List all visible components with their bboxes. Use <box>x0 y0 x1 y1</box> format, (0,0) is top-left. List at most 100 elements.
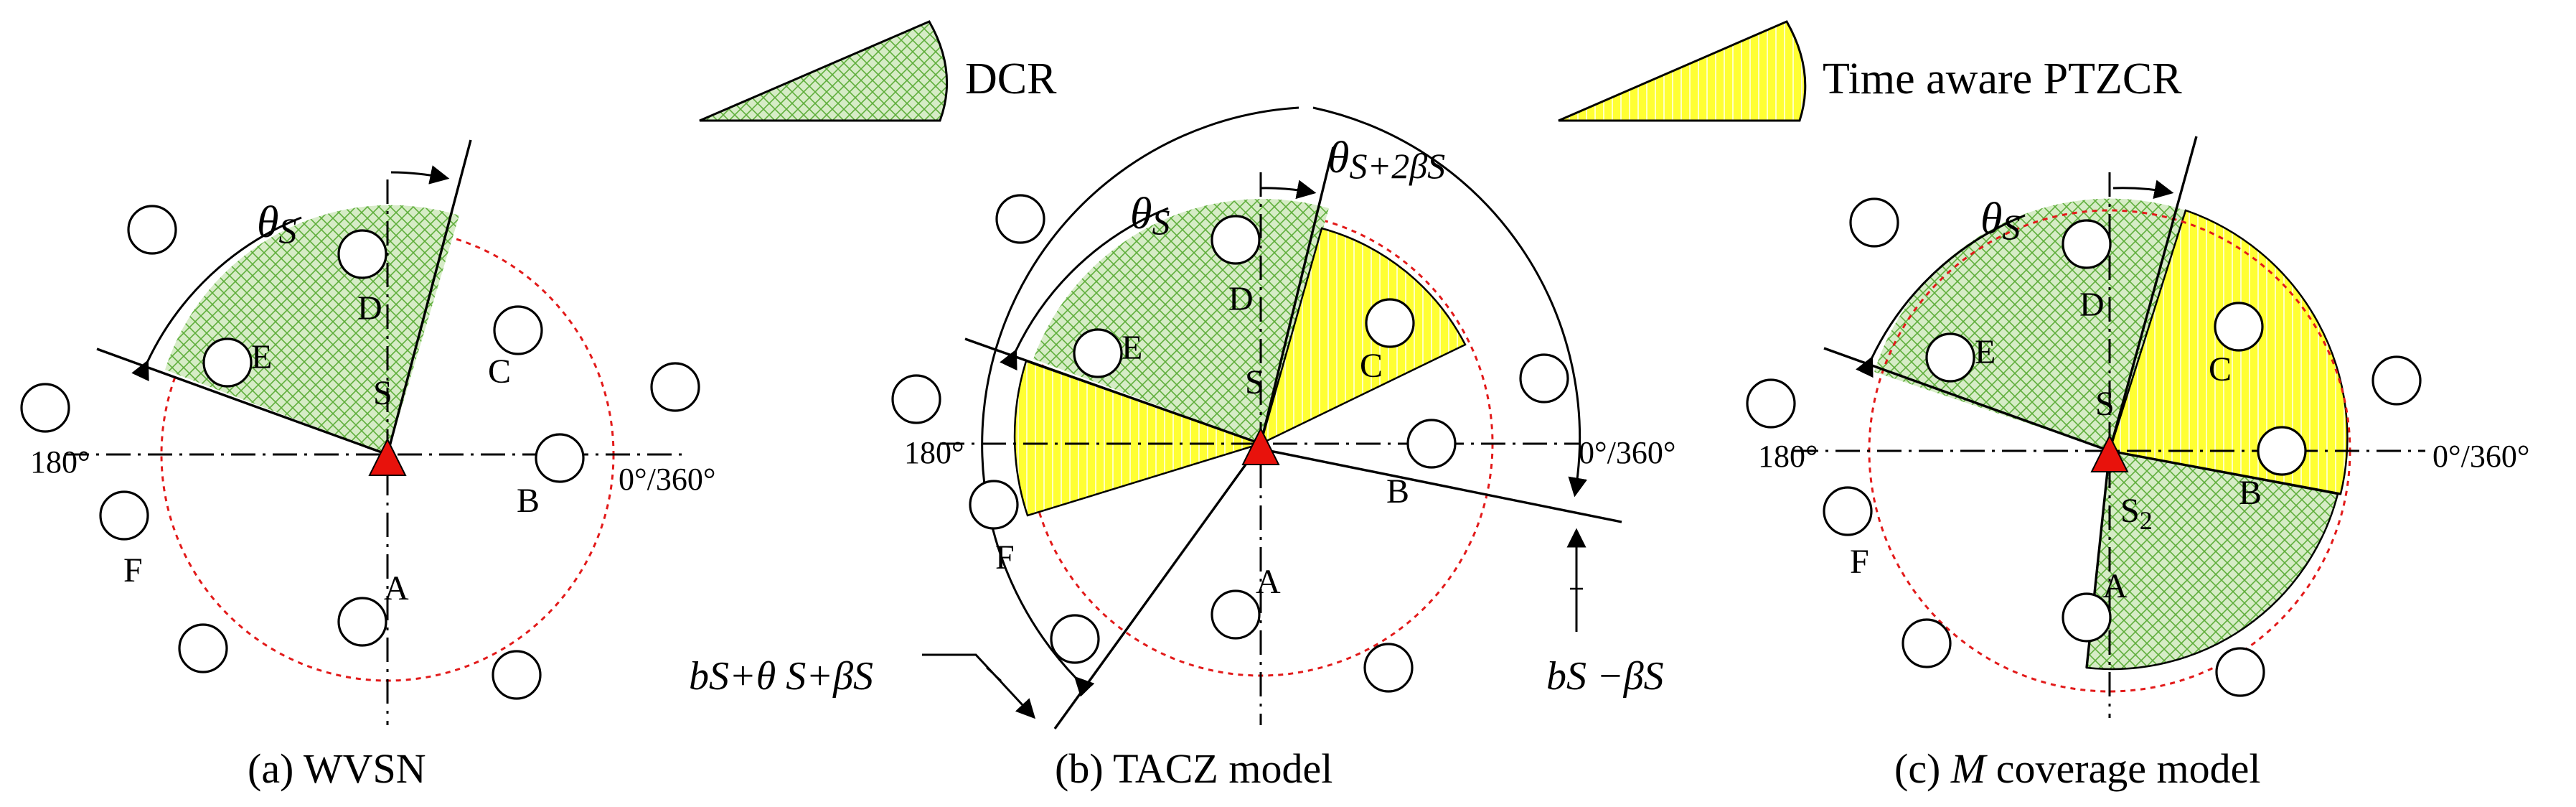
panel-c-theta-label: θS <box>1980 195 2020 247</box>
panel-a-node-unlabeled <box>20 383 70 433</box>
panel-c-label-e: E <box>1975 333 1996 371</box>
panel-b-caption: (b) TACZ model <box>1055 745 1332 792</box>
panel-c-dcr-sector-lower <box>2085 449 2339 671</box>
panel-b-node-c <box>1365 298 1415 348</box>
panel-c-theta-arrow-left <box>1856 214 2026 378</box>
panel-b-node-unlabeled <box>1519 353 1569 404</box>
panel-b-label-a: A <box>1256 563 1281 601</box>
legend-ptzcr-swatch <box>1558 20 1807 122</box>
panel-a-label-c: C <box>488 353 511 391</box>
panel-c-node-unlabeled <box>1849 197 1899 248</box>
panel-a-label-d: D <box>357 289 382 327</box>
panel-b-label-d: D <box>1228 280 1254 318</box>
panel-b-node-f <box>969 480 1019 530</box>
panel-b-node-b <box>1406 419 1457 469</box>
panel-b-node-unlabeled <box>891 374 941 424</box>
panel-c: θS D E C B F A S S2 180° 0°/360° (c) M c… <box>1746 136 2529 792</box>
panel-c-fov-edge-right <box>2108 136 2198 452</box>
panel-c-node-f <box>1823 486 1873 536</box>
panel-a-node-unlabeled <box>492 650 542 700</box>
panel-c-node-e <box>1925 332 1975 383</box>
panel-a-node-unlabeled <box>127 205 177 255</box>
panel-a-node-b <box>535 433 585 483</box>
panel-c-ptzcr-sector <box>2108 209 2349 495</box>
panel-b-ptzcr-sector-right <box>1259 227 1467 446</box>
panel-c-sensor2-label: S2 <box>2120 492 2153 535</box>
legend-dcr-label: DCR <box>965 55 1057 103</box>
panel-b-sensor-marker <box>1241 426 1280 465</box>
panel-c-deg-180: 180° <box>1758 439 1818 474</box>
panel-c-label-f: F <box>1850 543 1869 581</box>
panel-a-label-b: B <box>517 482 540 520</box>
panel-c-pan-edge-right <box>2109 449 2341 495</box>
panel-b-dcr-sector <box>1033 199 1329 444</box>
panel-b-ptzcr-sector-left <box>1013 360 1264 517</box>
panel-c-node-unlabeled <box>2371 355 2422 406</box>
panel-b-deg-180: 180° <box>904 435 964 470</box>
panel-c-label-a: A <box>2102 567 2128 605</box>
panel-b-node-unlabeled <box>1363 643 1414 693</box>
panel-a-sensor-marker <box>368 437 407 476</box>
panel-c-node-d <box>2062 219 2112 269</box>
panel-c-caption: (c) M coverage model <box>1894 745 2260 792</box>
panel-a-theta-arrow-left <box>131 216 302 382</box>
panel-b-formula-right: bS −βS <box>1546 654 1664 699</box>
panel-a-node-a <box>337 597 387 647</box>
panel-c-node-b <box>2257 426 2307 476</box>
panel-b-node-unlabeled <box>995 194 1045 244</box>
panel-b-theta-arrow-right <box>1260 179 1317 200</box>
panel-a-theta-label: θS <box>257 198 296 251</box>
panel-c-label-d: D <box>2079 286 2105 324</box>
panel-a-label-e: E <box>251 338 272 376</box>
panel-b-sensor-label: S <box>1245 363 1264 401</box>
panel-a-fov-edge-right <box>386 139 472 455</box>
panel-b-label-e: E <box>1122 329 1142 367</box>
panel-b-formula-left-arrow <box>922 653 1036 719</box>
panel-c-label-b: B <box>2239 474 2262 512</box>
panel-a-node-c <box>493 305 543 355</box>
panel-a-caption: (a) WVSN <box>248 745 426 792</box>
panel-a-node-unlabeled <box>178 623 228 673</box>
panel-b-formula-left: bS+θ S+βS <box>689 654 873 699</box>
panel-c-sensor-label: S <box>2095 385 2115 423</box>
panel-a-node-d <box>337 229 387 279</box>
panel-a-label-a: A <box>384 569 409 607</box>
panel-b-deg-0-360: 0°/360° <box>1579 435 1675 470</box>
panel-a-deg-0-360: 0°/360° <box>619 462 715 497</box>
panel-c-label-c: C <box>2209 350 2232 388</box>
panel-c-node-c <box>2214 302 2264 352</box>
panel-c-deg-0-360: 0°/360° <box>2432 439 2529 474</box>
panel-a: θS D E C B F A S 180° 0°/360° (a) WVSN <box>20 139 715 792</box>
panel-c-sensor-marker <box>2090 434 2129 472</box>
panel-b-outer-arc-right <box>1312 106 1588 498</box>
panel-b-node-e <box>1073 328 1123 378</box>
panel-a-theta-arrow-right <box>390 165 450 185</box>
panel-b-outer-arc-left <box>981 106 1299 697</box>
panel-a-dcr-sector <box>165 205 459 454</box>
panel-b-node-unlabeled <box>1050 614 1100 664</box>
panel-c-theta-arrow-right <box>2112 179 2174 200</box>
panel-b-label-c: C <box>1360 347 1383 385</box>
panel-b-node-d <box>1211 215 1261 265</box>
panel-b-theta-label: θS <box>1130 190 1170 242</box>
panel-c-node-unlabeled <box>2215 647 2265 697</box>
panel-b-top-formula: θS+2βS <box>1327 134 1445 186</box>
panel-b-fov-edge-right <box>1259 146 1335 444</box>
panel-b-label-f: F <box>995 538 1015 577</box>
panel-c-dcr-sector-upper <box>1874 198 2186 451</box>
panel-c-node-unlabeled <box>1902 618 1952 668</box>
legend-dcr-swatch <box>699 20 949 122</box>
legend-ptzcr-label: Time aware PTZCR <box>1823 55 2182 103</box>
panel-b-label-b: B <box>1386 472 1409 510</box>
panel-c-node-a <box>2062 592 2112 643</box>
panel-a-label-f: F <box>123 551 143 589</box>
panel-b-pan-edge-right <box>1266 449 1622 523</box>
panel-b-node-a <box>1211 589 1261 640</box>
panel-a-deg-180: 180° <box>30 444 90 480</box>
panel-b-formula-left-tick <box>986 667 1002 681</box>
panel-b: θS θS+2βS D E C B F A S 180° 0°/360° bS+… <box>689 106 1675 792</box>
panel-b-theta-arrow-left <box>1000 207 1169 371</box>
panel-a-node-unlabeled <box>650 362 700 412</box>
panel-a-sensor-label: S <box>373 374 392 412</box>
